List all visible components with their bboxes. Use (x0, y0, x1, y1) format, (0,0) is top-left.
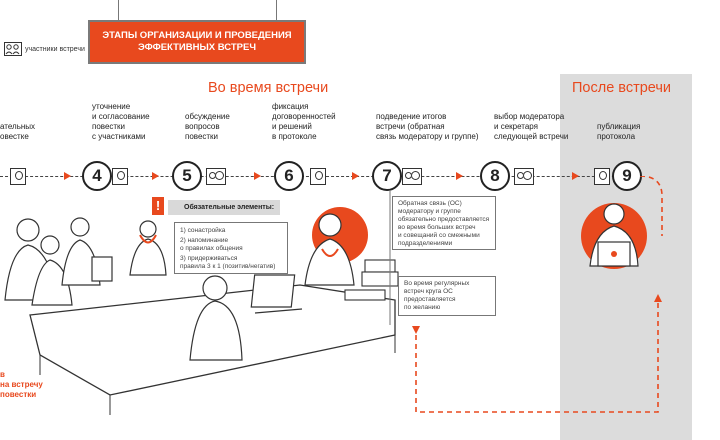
group-icon (402, 168, 422, 185)
person-icon (112, 168, 128, 185)
group-icon (514, 168, 534, 185)
bottom-left-note: в на встречу повестки (0, 370, 43, 399)
step-8-circle: 8 (480, 161, 510, 191)
required-item-3: 3) придерживаться правила 3 к 1 (позитив… (180, 255, 276, 270)
arrow-right-icon (572, 172, 579, 180)
arrow-right-icon (456, 172, 463, 180)
title-line-1: ЭТАПЫ ОРГАНИЗАЦИИ И ПРОВЕДЕНИЯ (102, 30, 292, 41)
arrow-right-icon (254, 172, 261, 180)
step-5-circle: 5 (172, 161, 202, 191)
meeting-illustration (4, 207, 399, 415)
required-heading: Обязательные элементы: (168, 200, 280, 215)
arrow-right-icon (352, 172, 359, 180)
feedback-note: Обратная связь (ОС) модератору и группе … (392, 196, 496, 250)
person-icon (10, 168, 26, 185)
step-7-circle: 7 (372, 161, 402, 191)
required-item-2: 2) напоминание о правилах общения (180, 237, 243, 252)
group-of-people-icon (4, 42, 22, 56)
step-9-circle: 9 (612, 161, 642, 191)
phase-after-label: После встречи (572, 80, 672, 96)
step-7-label: подведение итогов встречи (обратная связ… (376, 112, 479, 141)
person-icon (594, 168, 610, 185)
required-list: 1) сонастройка 2) напоминание о правилах … (174, 222, 288, 274)
page-title: ЭТАПЫ ОРГАНИЗАЦИИ И ПРОВЕДЕНИЯ ЭФФЕКТИВН… (88, 20, 306, 64)
sign-hanger-right (276, 0, 277, 20)
step-8-label: выбор модератора и секретаря следующей в… (494, 112, 569, 141)
publisher-illustration (581, 203, 647, 269)
title-line-2: ЭФФЕКТИВНЫХ ВСТРЕЧ (138, 42, 256, 53)
arrow-right-icon (64, 172, 71, 180)
note-connector (389, 190, 391, 325)
step-9-label: публикация протокола (597, 122, 641, 141)
required-item-1: 1) сонастройка (180, 227, 226, 234)
step-4-circle: 4 (82, 161, 112, 191)
step-6-label: фиксация договоренностей и решений в про… (272, 102, 336, 141)
legend-label: участники встречи (25, 45, 85, 53)
group-icon (206, 168, 226, 185)
step-5-label: обсуждение вопросов повестки (185, 112, 230, 141)
regular-note: Во время регулярных встреч круга ОС пред… (398, 276, 496, 316)
step-6-circle: 6 (274, 161, 304, 191)
warning-icon: ! (152, 197, 164, 215)
sign-hanger-left (118, 0, 119, 20)
person-icon (310, 168, 326, 185)
return-path (412, 176, 663, 413)
legend: участники встречи (4, 42, 85, 56)
phase-during-label: Во время встречи (208, 80, 329, 96)
arrow-right-icon (152, 172, 159, 180)
step-4-label: уточнение и согласование повестки с учас… (92, 102, 150, 141)
step-3-label: ательных овестке (0, 122, 36, 141)
